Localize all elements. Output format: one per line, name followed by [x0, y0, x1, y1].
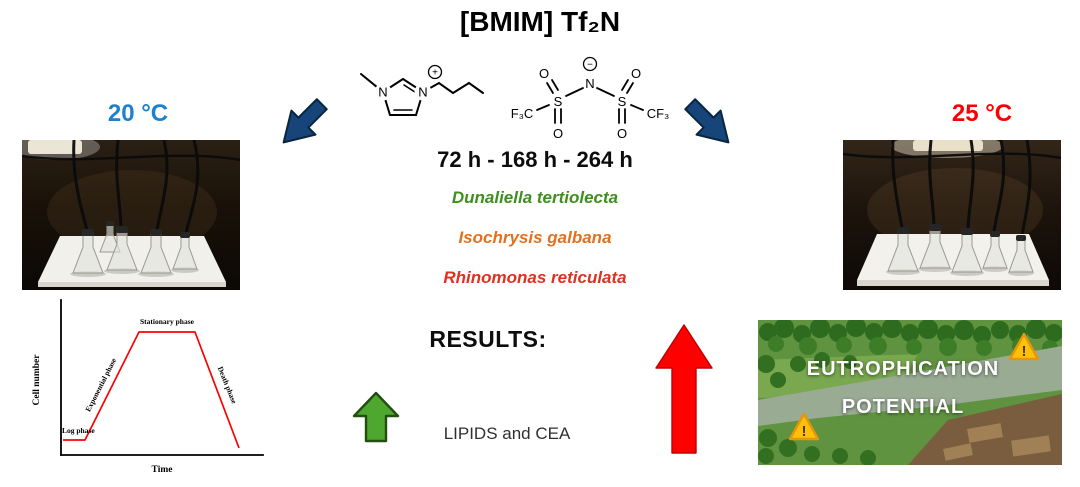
tubing — [843, 140, 1061, 238]
blue-arrow-down-right-icon — [684, 98, 730, 144]
atom-mask — [374, 83, 392, 101]
warning-icon: ! — [1008, 332, 1040, 361]
anion-f3c-label: F₃C — [511, 106, 534, 121]
growth-curve-chart: Log phase Exponential phase Stationary p… — [32, 299, 264, 475]
land-patches — [943, 423, 1051, 461]
tubing — [22, 140, 240, 235]
growth-curve-line — [63, 331, 240, 449]
lipids-cea-label: LIPIDS and CEA — [443, 424, 571, 443]
results-heading: RESULTS: — [429, 326, 547, 352]
eutrophication-figure: ! ! EUTROPHICATION POTENTIAL — [758, 320, 1062, 465]
river — [758, 346, 1062, 426]
exposure-durations-label: 72 h - 168 h - 264 h — [437, 147, 633, 172]
plus-charge-icon: + — [427, 64, 443, 80]
flask-caps — [897, 224, 1026, 241]
species-rhinomonas-label: Rhinomonas reticulata — [443, 268, 627, 287]
temperature-25c-label: 25 °C — [951, 100, 1013, 127]
x-axis-label: Time — [152, 465, 173, 475]
culture-flasks-photo-20c — [22, 140, 240, 290]
species-isochrysis-label: Isochrysis galbana — [458, 228, 612, 247]
eutrophication-line2: POTENTIAL — [841, 396, 965, 418]
anion-s-left-label: S — [554, 94, 563, 109]
warning-exclamation: ! — [1022, 343, 1027, 360]
anion-o-top-left-label: O — [539, 66, 549, 81]
eutrophication-scene: ! ! — [758, 320, 1062, 465]
shore-trees — [758, 352, 876, 465]
culture-flasks-photo-25c — [843, 140, 1061, 290]
light-fixture — [22, 140, 100, 160]
atom-mask — [414, 83, 432, 101]
anion-s-right-label: S — [618, 94, 627, 109]
minus-charge-icon: − — [582, 56, 598, 72]
anion-n-label: N — [585, 76, 594, 91]
stationary-phase-label: Stationary phase — [140, 317, 195, 326]
blue-arrow-down-left-icon — [282, 98, 328, 144]
plus-charge-label: + — [432, 68, 438, 79]
tf2n-anion-structure: N S S O O O O F₃C CF₃ − — [511, 56, 670, 141]
minus-charge-label: − — [587, 60, 593, 71]
anion-o-top-right-label: O — [631, 66, 641, 81]
cation-n-left-label: N — [378, 85, 387, 100]
warning-icon: ! — [788, 412, 820, 441]
death-phase-label: Death phase — [216, 365, 239, 406]
ambient-glow — [867, 168, 1043, 252]
green-up-arrow-icon — [352, 391, 400, 443]
anion-o-bottom-right-label: O — [617, 126, 627, 141]
cation-n-right-label: N — [418, 85, 427, 100]
flasks — [887, 229, 1034, 273]
eutrophication-line1: EUTROPHICATION — [806, 358, 1000, 380]
warning-exclamation: ! — [802, 423, 807, 440]
title: [BMIM] Tf₂N — [459, 6, 621, 37]
flask-caps — [82, 221, 190, 238]
red-up-arrow-icon — [655, 324, 713, 454]
species-dunaliella-label: Dunaliella tertiolecta — [451, 188, 619, 207]
y-axis-label: Cell number — [32, 354, 42, 406]
flasks — [72, 225, 198, 274]
anion-bonds — [536, 79, 644, 124]
anion-cf3-label: CF₃ — [647, 106, 670, 121]
bmim-cation-structure: N N + — [360, 64, 484, 116]
log-phase-label: Log phase — [62, 426, 95, 435]
chart-axes — [60, 299, 264, 456]
anion-o-bottom-left-label: O — [553, 126, 563, 141]
temperature-20c-label: 20 °C — [107, 100, 169, 127]
